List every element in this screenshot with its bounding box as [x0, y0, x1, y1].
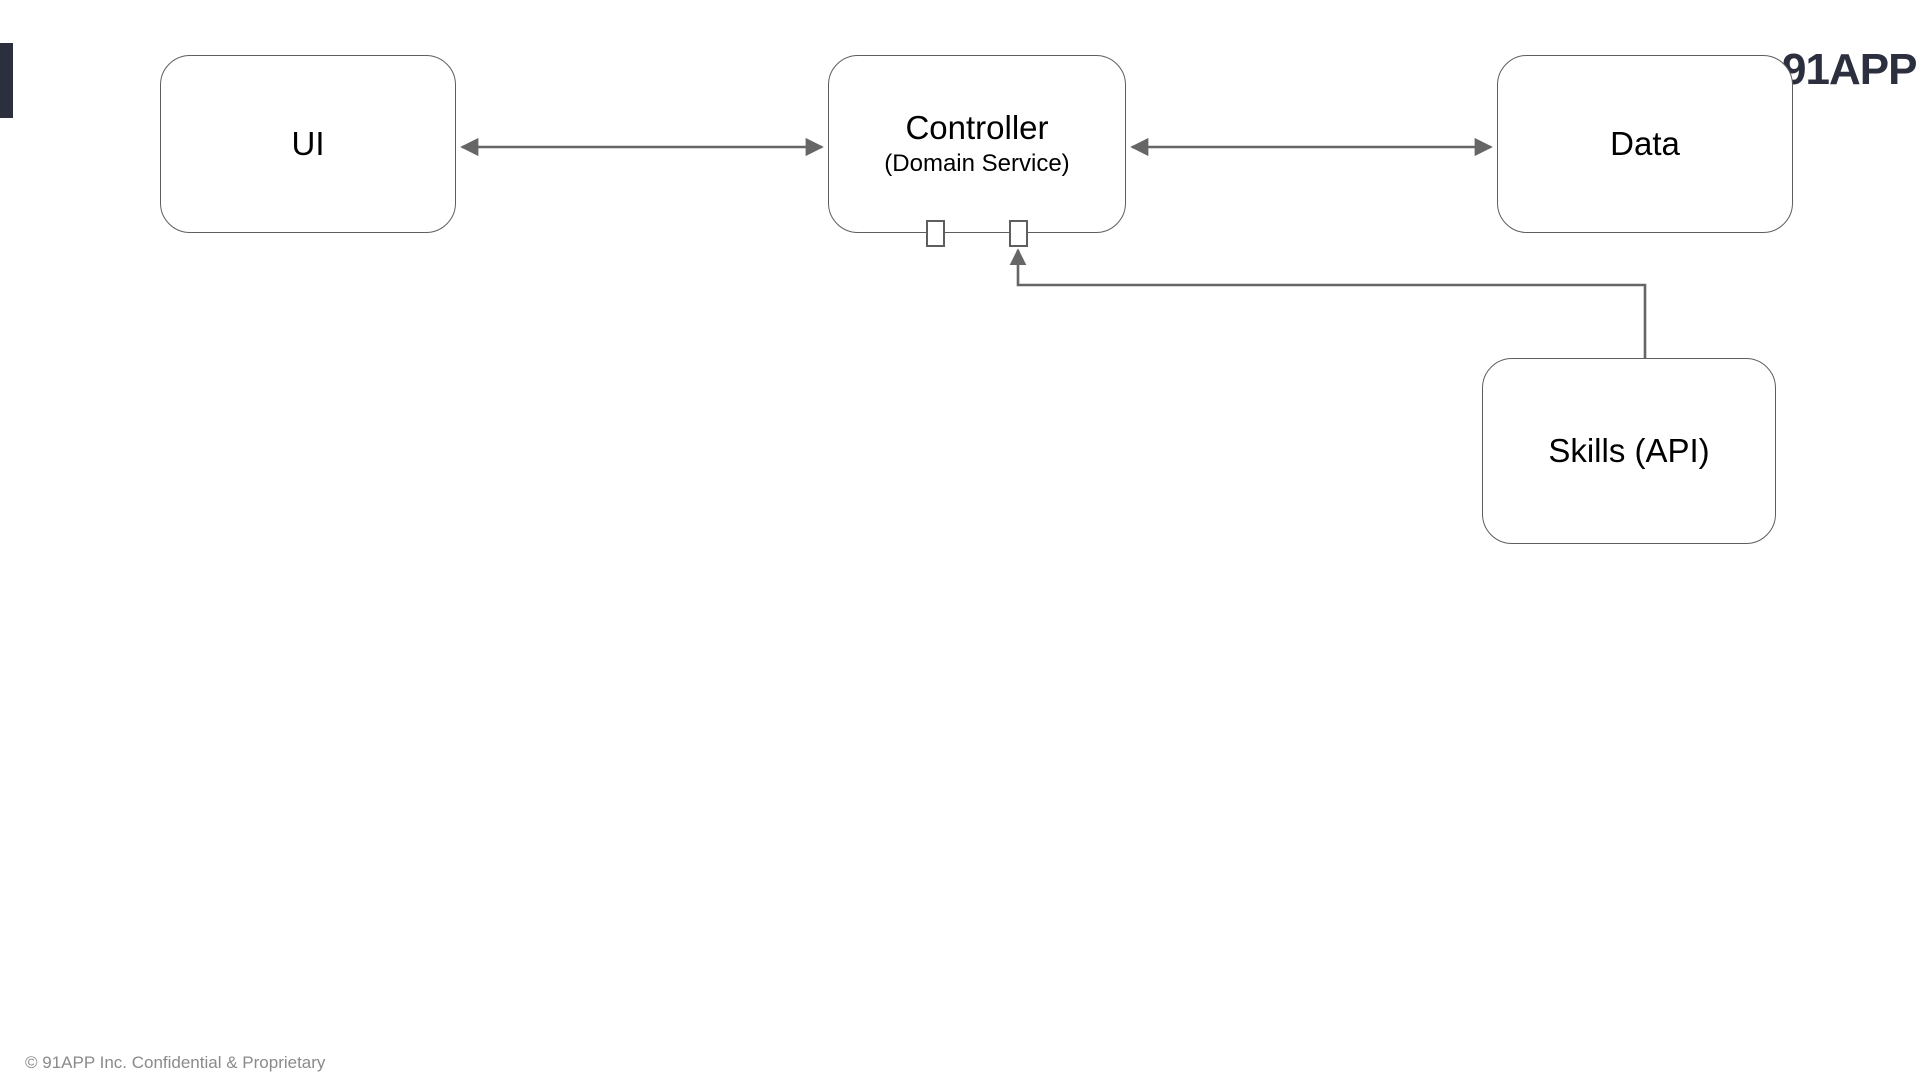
footer-copyright: © 91APP Inc. Confidential & Proprietary	[25, 1053, 326, 1072]
left-accent-bar	[0, 43, 13, 118]
node-data-title: Data	[1610, 124, 1680, 162]
node-skills[interactable]: Skills (API)	[1482, 358, 1776, 544]
node-controller[interactable]: Controller (Domain Service)	[828, 55, 1126, 233]
connector-skills-controller	[1009, 248, 1647, 358]
node-controller-subtitle: (Domain Service)	[884, 150, 1070, 178]
node-ui[interactable]: UI	[160, 55, 456, 233]
controller-port-right[interactable]	[1009, 220, 1028, 247]
node-controller-title: Controller	[905, 109, 1049, 147]
node-ui-title: UI	[291, 124, 325, 162]
brand-logo: 91APP	[1782, 45, 1917, 94]
controller-port-left[interactable]	[926, 220, 945, 247]
node-data[interactable]: Data	[1497, 55, 1793, 233]
node-skills-title: Skills (API)	[1548, 431, 1710, 469]
